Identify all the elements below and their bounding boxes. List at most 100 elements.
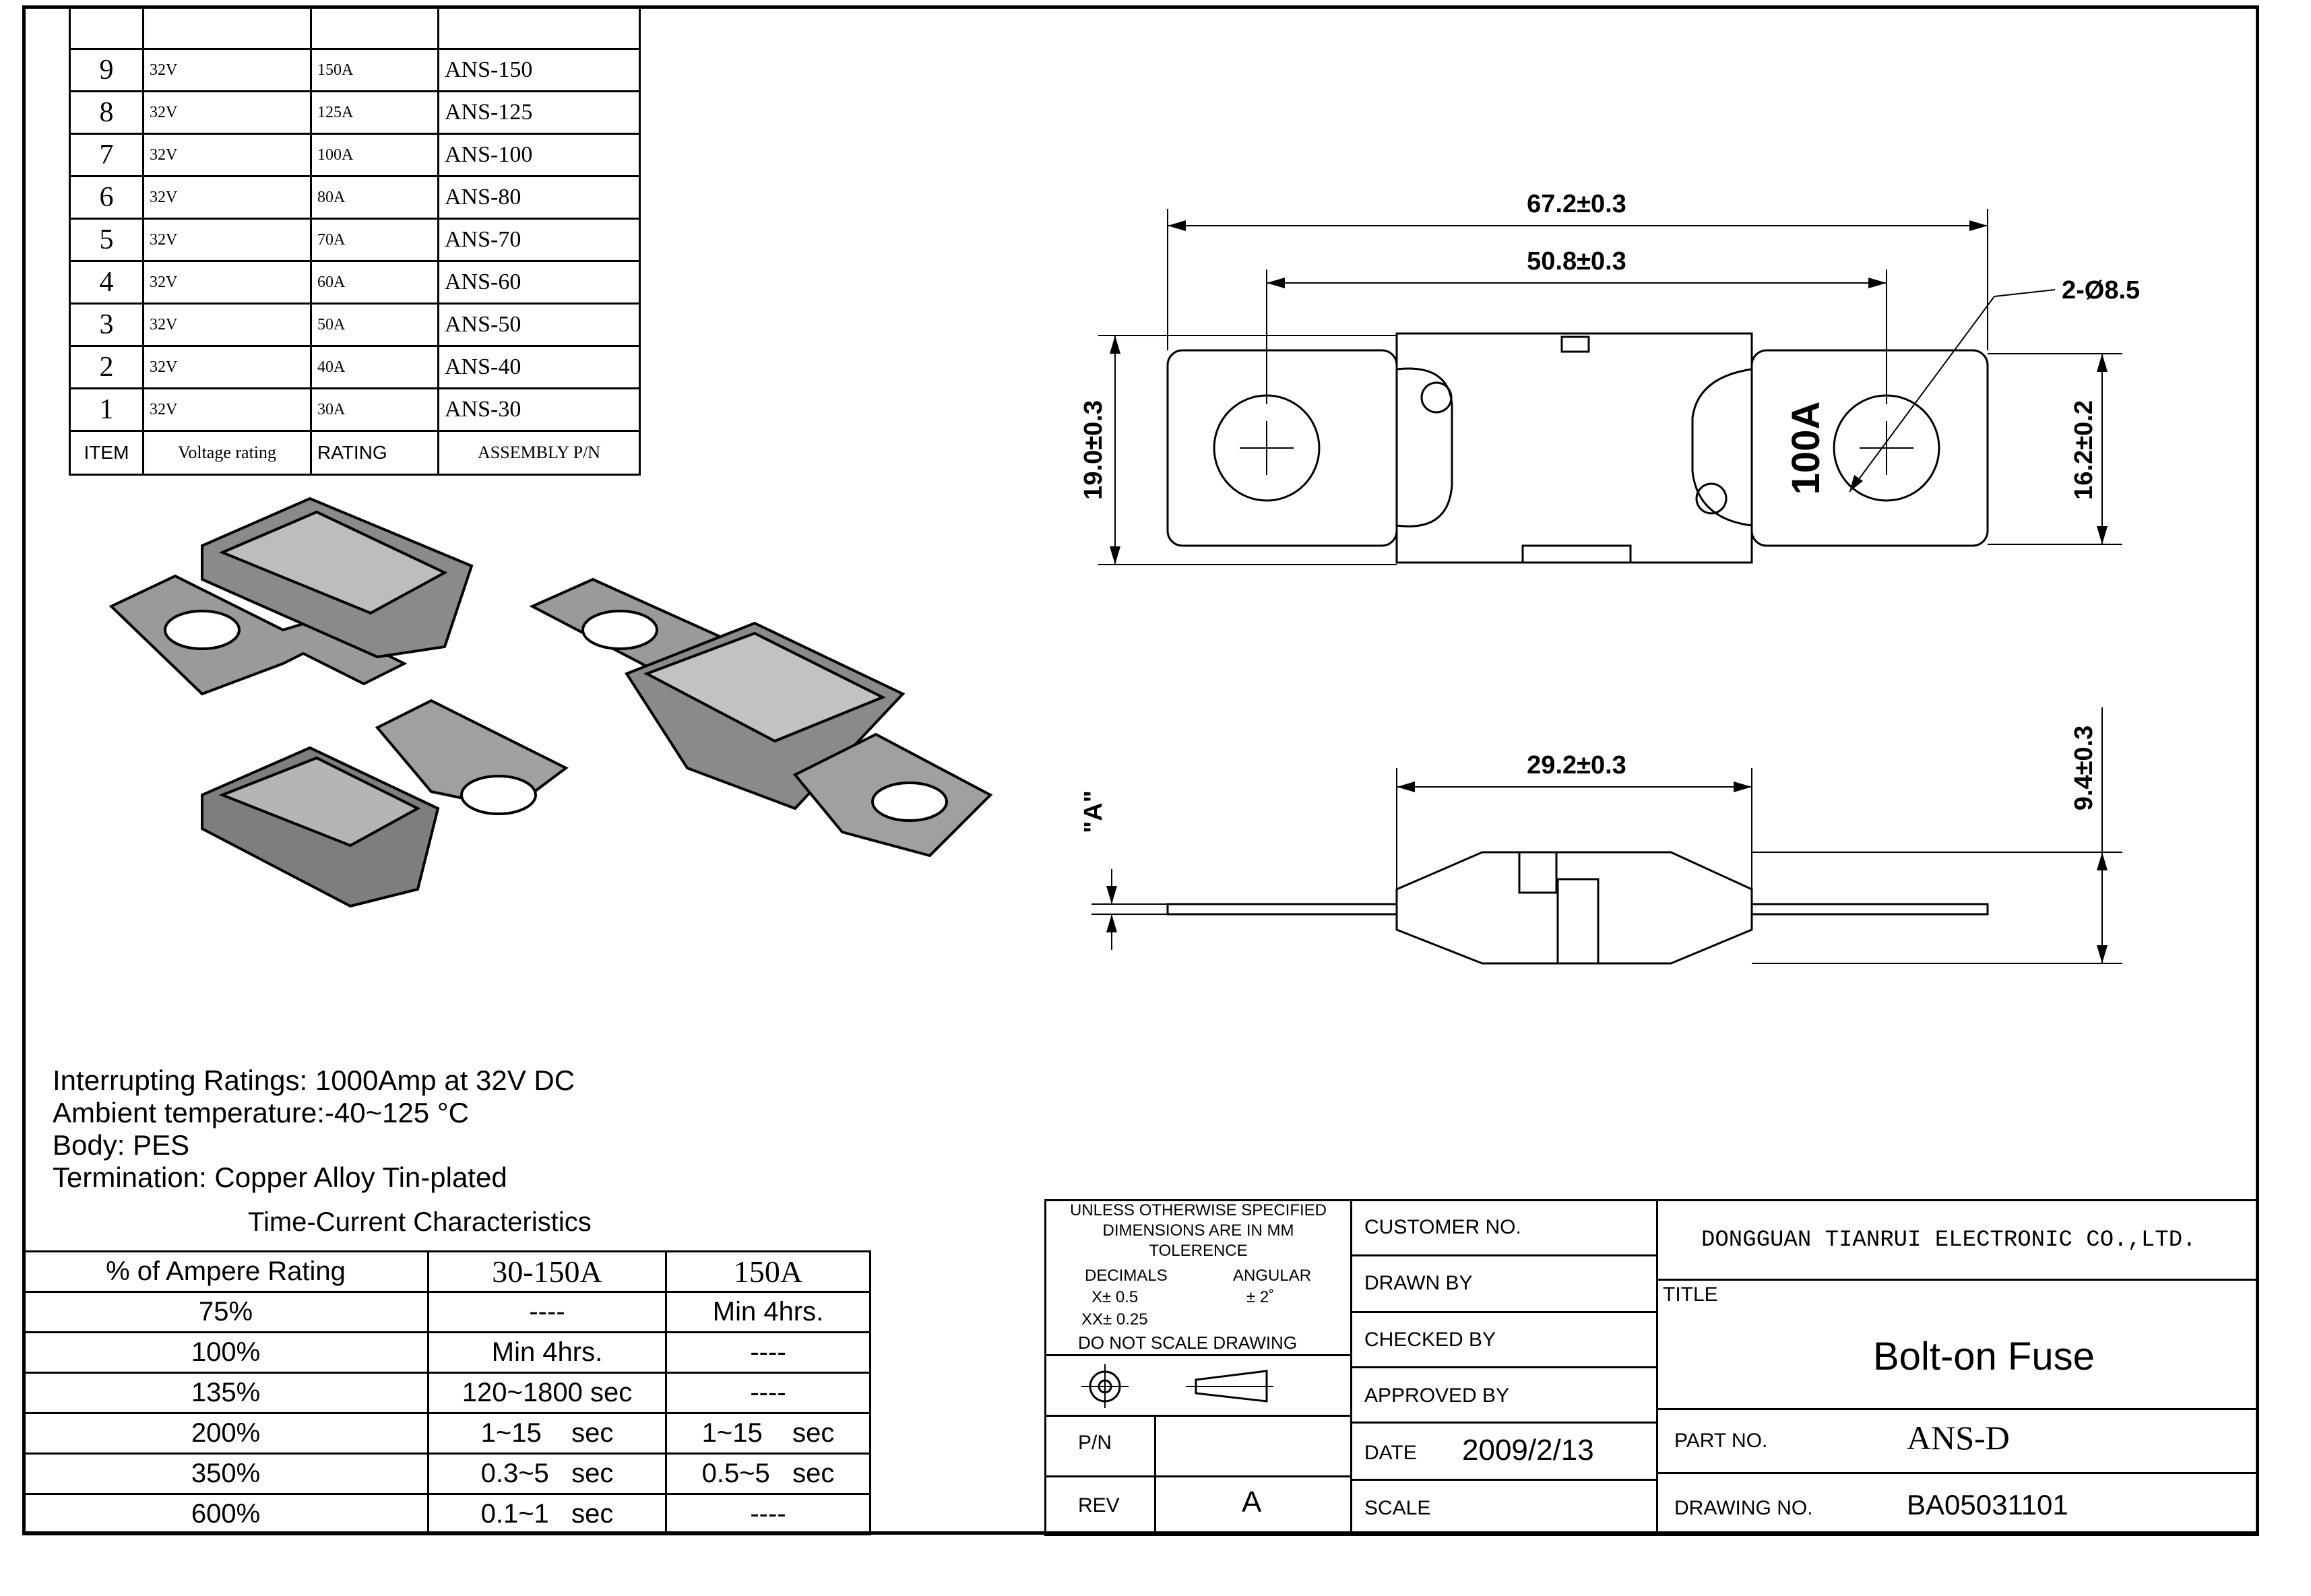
header-rating: RATING — [310, 430, 439, 476]
checked-by-label: CHECKED BY — [1364, 1329, 1496, 1351]
tolerance-notes: UNLESS OTHERWISE SPECIFIED DIMENSIONS AR… — [1048, 1201, 1349, 1261]
parts-cell-rating: 100A — [310, 133, 439, 177]
tol-line-3: TOLERENCE — [1149, 1242, 1248, 1260]
parts-cell-pn: ANS-50 — [437, 302, 641, 347]
spec-interrupting: Interrupting Ratings: 1000Amp at 32V DC — [53, 1064, 575, 1096]
arrowheads — [1106, 220, 2108, 963]
tc-header-range: 30-150A — [427, 1250, 667, 1293]
parts-cell-voltage: 32V — [142, 260, 312, 305]
tc-header-percent: % of Ampere Rating — [22, 1250, 429, 1293]
spec-termination: Termination: Copper Alloy Tin-plated — [53, 1161, 507, 1193]
parts-cell-voltage: 32V — [142, 175, 312, 220]
scale-label: SCALE — [1364, 1497, 1431, 1519]
tol-line-1: UNLESS OTHERWISE SPECIFIED — [1070, 1201, 1327, 1219]
top-view — [1091, 209, 2122, 965]
customer-no-label: CUSTOMER NO. — [1364, 1216, 1521, 1238]
isometric-exploded-view — [108, 497, 569, 908]
tol-line-2: DIMENSIONS ARE IN MM — [1102, 1221, 1294, 1240]
no-scale-note: DO NOT SCALE DRAWING — [1078, 1333, 1298, 1353]
tc-cell: 350% — [22, 1453, 429, 1495]
parts-cell-item: 3 — [69, 302, 144, 347]
drawn-by-label: DRAWN BY — [1364, 1272, 1473, 1294]
header-pn: ASSEMBLY P/N — [437, 430, 641, 476]
decimals-label: DECIMALS — [1085, 1267, 1168, 1285]
dim-body-length: 29.2±0.3 — [1527, 751, 1626, 779]
tc-cell: 1~15 sec — [665, 1412, 871, 1455]
tc-cell: 75% — [22, 1291, 429, 1333]
tc-row: 135%120~1800 sec---- — [22, 1372, 871, 1414]
spec-body: Body: PES — [53, 1129, 190, 1161]
parts-cell-voltage: 32V — [142, 345, 312, 389]
parts-cell-pn: ANS-70 — [437, 218, 641, 262]
fuse-marking: 100A — [1784, 402, 1828, 495]
header-item: ITEM — [69, 430, 144, 476]
tc-cell: 120~1800 sec — [427, 1372, 667, 1414]
title-value: Bolt-on Fuse — [1873, 1335, 2095, 1378]
parts-header-row: ITEM Voltage rating RATING ASSEMBLY P/N — [69, 430, 641, 476]
parts-cell-item: 2 — [69, 345, 144, 389]
parts-cell-voltage: 32V — [142, 48, 312, 92]
tc-cell: 0.5~5 sec — [665, 1453, 871, 1495]
tc-cell: 1~15 sec — [427, 1412, 667, 1455]
tc-cell: 0.1~1 sec — [427, 1493, 667, 1535]
projection-symbol — [1081, 1364, 1273, 1408]
parts-cell-item: 8 — [69, 90, 144, 135]
tc-row: 100%Min 4hrs.---- — [22, 1331, 871, 1374]
parts-cell-voltage: 32V — [142, 302, 312, 347]
tc-cell: 200% — [22, 1412, 429, 1455]
tc-cell: 100% — [22, 1331, 429, 1374]
pn-label: P/N — [1078, 1432, 1112, 1454]
tc-title: Time-Current Characteristics — [248, 1207, 592, 1237]
parts-cell-pn: ANS-40 — [437, 345, 641, 389]
parts-cell-pn: ANS-30 — [437, 387, 641, 432]
tc-cell: ---- — [665, 1493, 871, 1535]
parts-cell-item: 4 — [69, 260, 144, 305]
tc-cell: 600% — [22, 1493, 429, 1535]
drawing-frame — [22, 5, 2259, 1535]
dim-thickness: 9.4±0.3 — [2070, 726, 2098, 811]
tc-header-150a: 150A — [665, 1250, 871, 1293]
parts-cell-rating: 30A — [310, 387, 439, 432]
dim-hole-spacing: 50.8±0.3 — [1527, 247, 1626, 276]
tc-cell: ---- — [665, 1372, 871, 1414]
parts-cell-rating: 70A — [310, 218, 439, 262]
spec-list: Interrupting Ratings: 1000Amp at 32V DC … — [53, 1064, 575, 1194]
rev-label: REV — [1078, 1494, 1120, 1517]
parts-cell-item: 1 — [69, 387, 144, 432]
title-block — [1656, 1199, 2259, 1536]
parts-cell-item: 9 — [69, 48, 144, 92]
angular-label: ANGULAR — [1233, 1267, 1312, 1285]
parts-cell-item: 7 — [69, 133, 144, 177]
dim-tab-width: 16.2±0.2 — [2070, 400, 2098, 500]
part-no-label: PART NO. — [1674, 1430, 1768, 1452]
parts-cell-pn: ANS-80 — [437, 175, 641, 220]
tc-cell: 135% — [22, 1372, 429, 1414]
drawing-no-value: BA05031101 — [1907, 1489, 2068, 1521]
parts-cell-pn: ANS-150 — [437, 48, 641, 92]
spec-ambient: Ambient temperature:-40~125 °C — [53, 1097, 469, 1128]
parts-cell-voltage: 32V — [142, 133, 312, 177]
parts-cell-pn: ANS-60 — [437, 260, 641, 305]
tc-row: 75%----Min 4hrs. — [22, 1291, 871, 1333]
rev-value: A — [1242, 1486, 1262, 1519]
tc-row: 600%0.1~1 sec---- — [22, 1493, 871, 1535]
parts-cell-rating: 150A — [310, 48, 439, 92]
date-value: 2009/2/13 — [1462, 1434, 1594, 1467]
company-name: DONGGUAN TIANRUI ELECTRONIC CO.,LTD. — [1701, 1227, 2196, 1253]
isometric-assembled-view — [529, 577, 993, 858]
parts-cell-pn: ANS-100 — [437, 133, 641, 177]
dim-body-height: 19.0±0.3 — [1079, 400, 1108, 500]
approved-by-label: APPROVED BY — [1364, 1384, 1510, 1407]
